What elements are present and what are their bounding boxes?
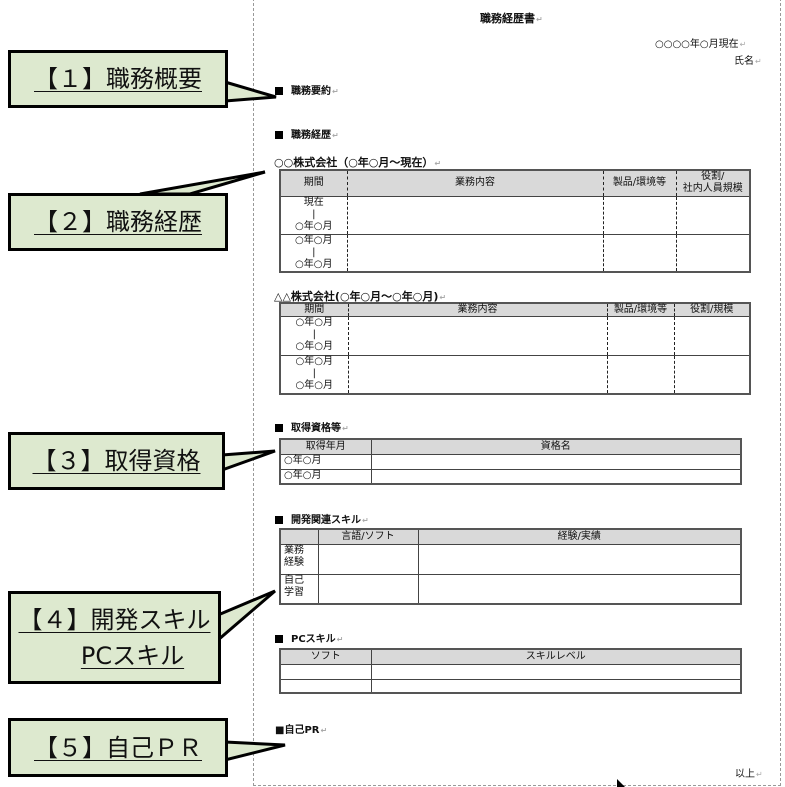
cell[interactable] [606, 355, 675, 394]
section-pc-skills-label: PCスキル [291, 634, 336, 645]
cell[interactable] [346, 195, 604, 235]
row-label: 業務経験 [279, 543, 319, 575]
col-date: 取得年月 [279, 438, 372, 455]
col-role: 役割/規模 [673, 302, 751, 317]
cell[interactable] [602, 195, 677, 235]
col-product: 製品/環境等 [602, 169, 677, 197]
col-software: ソフト [279, 648, 372, 665]
col-duties: 業務内容 [346, 169, 604, 197]
document-title: 職務経歴書 [480, 10, 543, 26]
square-bullet-icon [275, 424, 283, 432]
section-dev-skills-label: 開発関連スキル [291, 515, 361, 526]
cell[interactable] [673, 355, 751, 394]
col-blank [279, 528, 319, 545]
table-row: 業務経験 [279, 543, 742, 575]
cell[interactable] [673, 316, 751, 356]
col-period: 期間 [279, 169, 348, 197]
cell[interactable] [347, 355, 608, 394]
period-cell[interactable]: 現在|○年○月 [279, 195, 348, 235]
cell[interactable] [675, 233, 751, 273]
section-qualifications-label: 取得資格等 [291, 423, 341, 434]
col-period: 期間 [279, 302, 349, 317]
period-cell[interactable]: ○年○月|○年○月 [279, 233, 348, 273]
document-page [253, 0, 781, 786]
table-row [279, 678, 742, 694]
period-cell[interactable]: ○年○月|○年○月 [279, 316, 349, 356]
col-role: 役割/社内人員規模 [675, 169, 751, 197]
callout-qualifications: 【３】取得資格 [8, 432, 225, 490]
cell[interactable] [370, 663, 742, 680]
cell[interactable] [317, 543, 419, 575]
table-row: 自己学習 [279, 573, 742, 605]
dev-skills-table: 言語/ソフト経験/実績 業務経験 自己学習 [279, 528, 742, 605]
col-qualification: 資格名 [370, 438, 742, 455]
cell[interactable] [417, 573, 742, 605]
section-summary: 職務要約 [275, 82, 339, 97]
col-language: 言語/ソフト [317, 528, 419, 545]
section-summary-label: 職務要約 [291, 86, 331, 97]
date-line: ○○○○年○月現在 [655, 35, 746, 50]
period-cell[interactable]: ○年○月|○年○月 [279, 355, 349, 394]
cell[interactable] [675, 195, 751, 235]
cell[interactable] [370, 453, 742, 470]
section-history-label: 職務経歴 [291, 130, 331, 141]
section-qualifications: 取得資格等 [275, 419, 349, 434]
date-cell[interactable]: ○年○月 [279, 468, 372, 485]
section-history: 職務経歴 [275, 126, 339, 141]
cell[interactable] [370, 468, 742, 485]
cell[interactable] [602, 233, 677, 273]
cell[interactable] [346, 233, 604, 273]
row-label: 自己学習 [279, 573, 319, 605]
cell[interactable] [317, 573, 419, 605]
table-row: ○年○月 [279, 468, 742, 485]
table-row: ○年○月|○年○月 [279, 316, 751, 356]
callout-job-summary: 【１】職務概要 [8, 50, 228, 108]
pc-skills-table: ソフトスキルレベル [279, 648, 742, 694]
col-product: 製品/環境等 [606, 302, 675, 317]
end-mark: 以上 [735, 765, 763, 780]
section-dev-skills: 開発関連スキル [275, 511, 369, 526]
cell[interactable] [279, 663, 372, 680]
name-label: 氏名 [734, 52, 762, 67]
table-row: ○年○月 [279, 453, 742, 470]
cell[interactable] [279, 678, 372, 694]
company1-table: 期間業務内容製品/環境等役割/社内人員規模 現在|○年○月 ○年○月|○年○月 [279, 169, 751, 273]
col-skill-level: スキルレベル [370, 648, 742, 665]
company1-heading: ○○株式会社（○年○月～現在） [274, 154, 441, 170]
table-row: ○年○月|○年○月 [279, 233, 751, 273]
col-experience: 経験/実績 [417, 528, 742, 545]
table-row: ○年○月|○年○月 [279, 355, 751, 394]
square-bullet-icon [275, 87, 283, 95]
company2-heading: △△株式会社(○年○月～○年○月) [274, 288, 446, 304]
col-duties: 業務内容 [347, 302, 608, 317]
square-bullet-icon [275, 516, 283, 524]
cell[interactable] [606, 316, 675, 356]
cell[interactable] [347, 316, 608, 356]
square-bullet-icon [275, 131, 283, 139]
callout-job-history: 【２】職務経歴 [8, 193, 228, 251]
callout-self-pr: 【５】自己ＰＲ [8, 718, 228, 777]
section-pc-skills: PCスキル [275, 630, 343, 645]
date-cell[interactable]: ○年○月 [279, 453, 372, 470]
cell[interactable] [370, 678, 742, 694]
qualifications-table: 取得年月資格名 ○年○月 ○年○月 [279, 438, 742, 485]
cell[interactable] [417, 543, 742, 575]
square-bullet-icon [275, 635, 283, 643]
company2-table: 期間業務内容製品/環境等役割/規模 ○年○月|○年○月 ○年○月|○年○月 [279, 302, 751, 395]
section-self-pr: ■自己PR [275, 721, 327, 736]
table-row: 現在|○年○月 [279, 195, 751, 235]
table-row [279, 663, 742, 680]
callout-tail-2 [139, 170, 266, 196]
